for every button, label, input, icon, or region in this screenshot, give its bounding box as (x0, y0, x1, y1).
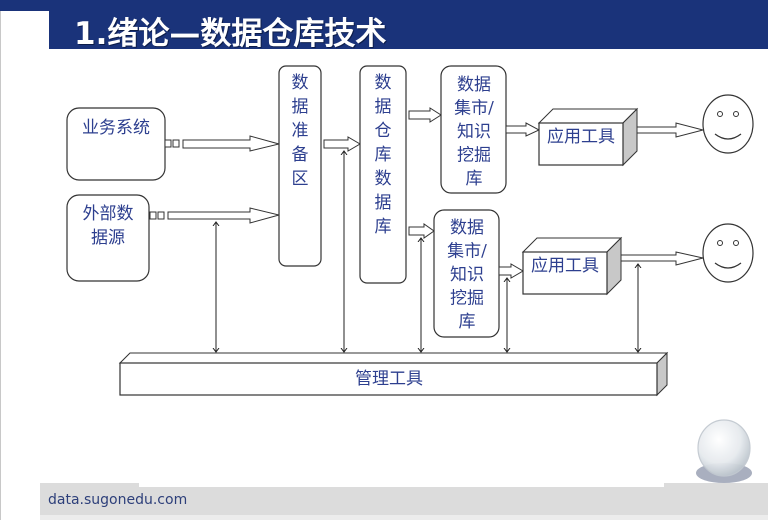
data-mart-1-line: 知识 (457, 122, 491, 142)
warehouse-char: 仓 (375, 121, 392, 141)
arrow-mart-2-to-app-tool-2 (498, 263, 524, 279)
arrow-warehouse-to-mart-1 (408, 107, 442, 123)
arrow-app-tool-2-to-user-2 (620, 251, 704, 266)
data-mart-1-line: 数据 (457, 75, 491, 95)
data-mart-2-line: 集市/ (447, 242, 487, 262)
node-app-tool-2: 应用工具 (521, 236, 623, 296)
slide-left-edge (0, 0, 1, 520)
staging-area-char: 区 (292, 169, 309, 189)
footer-url: data.sugonedu.com (48, 492, 188, 508)
arrow-staging-to-warehouse (323, 136, 361, 152)
management-tool-label: 管理工具 (355, 369, 423, 389)
data-mart-2-line: 知识 (450, 265, 484, 285)
footer-notch-right (664, 483, 768, 488)
decorative-orb-icon (696, 419, 752, 483)
staging-area-char: 备 (292, 145, 309, 165)
arrow-mart-1-to-app-tool-1 (505, 122, 541, 137)
node-business-system-label: 业务系统 (82, 118, 150, 138)
node-business-system: 业务系统 (66, 107, 166, 181)
smiley-face-icon (702, 94, 754, 154)
staging-area-char: 据 (292, 97, 309, 117)
data-mart-1-line: 集市/ (454, 99, 494, 119)
warehouse-char: 数 (375, 73, 392, 93)
data-mart-1-line: 挖掘 (457, 146, 491, 166)
node-external-source-line1: 外部数 (83, 204, 134, 224)
warehouse-char: 库 (375, 145, 392, 165)
app-tool-1-label: 应用工具 (547, 127, 615, 147)
staging-area-char: 数 (292, 73, 309, 93)
footer-bar (40, 487, 768, 515)
smiley-face-icon (702, 223, 754, 283)
warehouse-char: 据 (375, 97, 392, 117)
warehouse-char: 库 (375, 217, 392, 237)
arrow-external-to-staging (149, 207, 281, 224)
data-mart-2-line: 库 (459, 312, 476, 332)
node-external-data-source: 外部数 据源 (66, 194, 150, 282)
slide-title: 1.绪论—数据仓库技术 (74, 16, 387, 52)
node-external-source-line2: 据源 (91, 228, 125, 248)
data-mart-2-line: 挖掘 (450, 289, 484, 309)
footer-notch-left (40, 483, 139, 488)
arrow-business-to-staging (164, 135, 281, 152)
node-management-tool: 管理工具 (118, 351, 669, 397)
node-app-tool-1: 应用工具 (537, 107, 639, 167)
staging-area-char: 准 (292, 121, 309, 141)
arrow-app-tool-1-to-user-1 (636, 122, 705, 138)
footer-shadow (40, 515, 768, 520)
data-mart-2-line: 数据 (450, 218, 484, 238)
title-bar (49, 0, 768, 49)
warehouse-char: 据 (375, 193, 392, 213)
arrow-warehouse-to-mart-2 (408, 223, 435, 239)
warehouse-char: 数 (375, 169, 392, 189)
data-mart-1-line: 库 (466, 169, 483, 189)
app-tool-2-label: 应用工具 (531, 256, 599, 276)
